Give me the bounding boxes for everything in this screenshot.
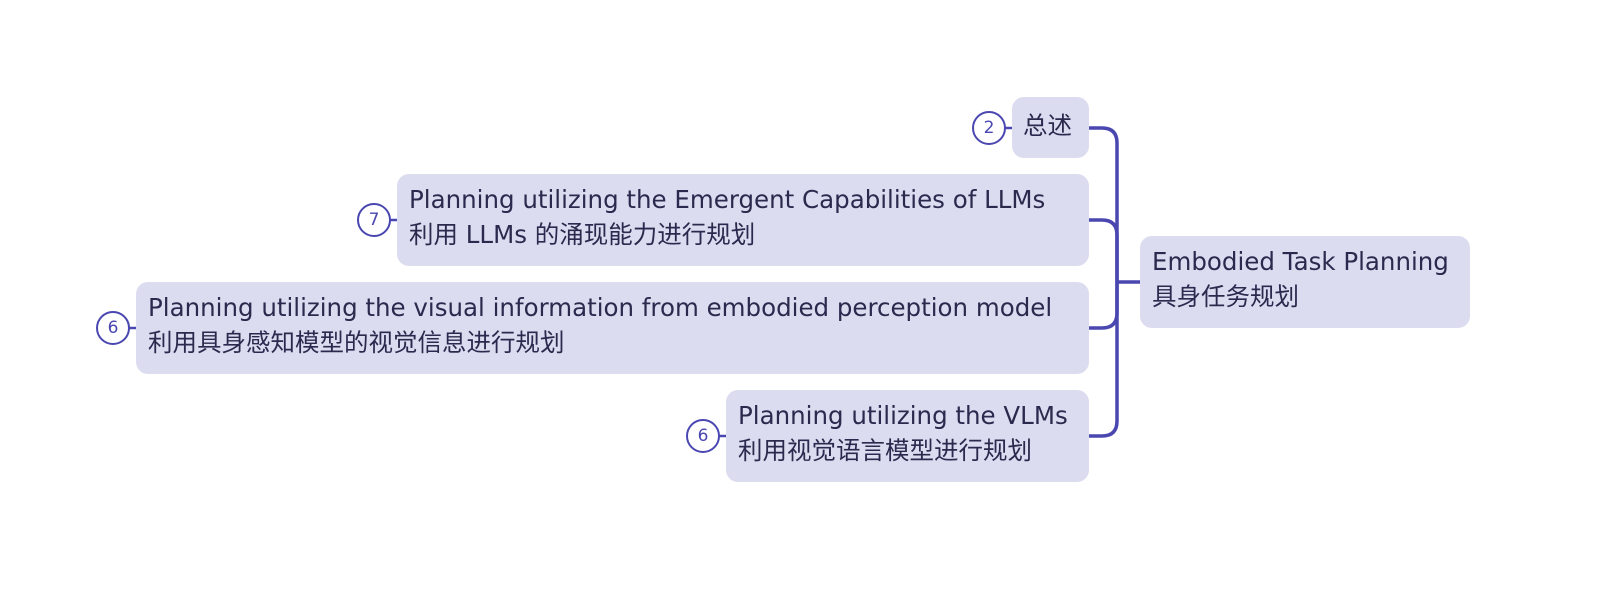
branch-title-en: Planning utilizing the visual informatio…: [148, 293, 1053, 322]
collapse-count-badge-vlm[interactable]: 6: [686, 419, 720, 453]
branch-title-en: Planning utilizing the Emergent Capabili…: [409, 185, 1046, 214]
branch-node-llm[interactable]: Planning utilizing the Emergent Capabili…: [397, 174, 1089, 266]
connector-branch-llm: [1089, 218, 1119, 282]
root-title-zh: 具身任务规划: [1152, 282, 1299, 311]
connector-branch-overview: [1089, 126, 1119, 282]
collapse-count-badge-overview[interactable]: 2: [972, 111, 1006, 145]
branch-title-zh: 利用 LLMs 的涌现能力进行规划: [409, 220, 756, 249]
branch-title-en: Planning utilizing the VLMs: [738, 401, 1068, 430]
branch-node-perception[interactable]: Planning utilizing the visual informatio…: [136, 282, 1089, 374]
collapse-count-badge-perception[interactable]: 6: [96, 311, 130, 345]
connector-branch-perception: [1089, 282, 1119, 330]
root-title-en: Embodied Task Planning: [1152, 247, 1449, 276]
collapse-count-badge-llm[interactable]: 7: [357, 203, 391, 237]
branch-title: 总述: [1023, 111, 1072, 140]
connector-branch-vlm: [1089, 282, 1119, 438]
root-node[interactable]: Embodied Task Planning 具身任务规划: [1140, 236, 1470, 328]
branch-title-zh: 利用具身感知模型的视觉信息进行规划: [148, 328, 565, 357]
branch-title-zh: 利用视觉语言模型进行规划: [738, 436, 1032, 465]
branch-node-vlm[interactable]: Planning utilizing the VLMs 利用视觉语言模型进行规划: [726, 390, 1089, 482]
branch-node-overview[interactable]: 总述: [1012, 97, 1089, 158]
